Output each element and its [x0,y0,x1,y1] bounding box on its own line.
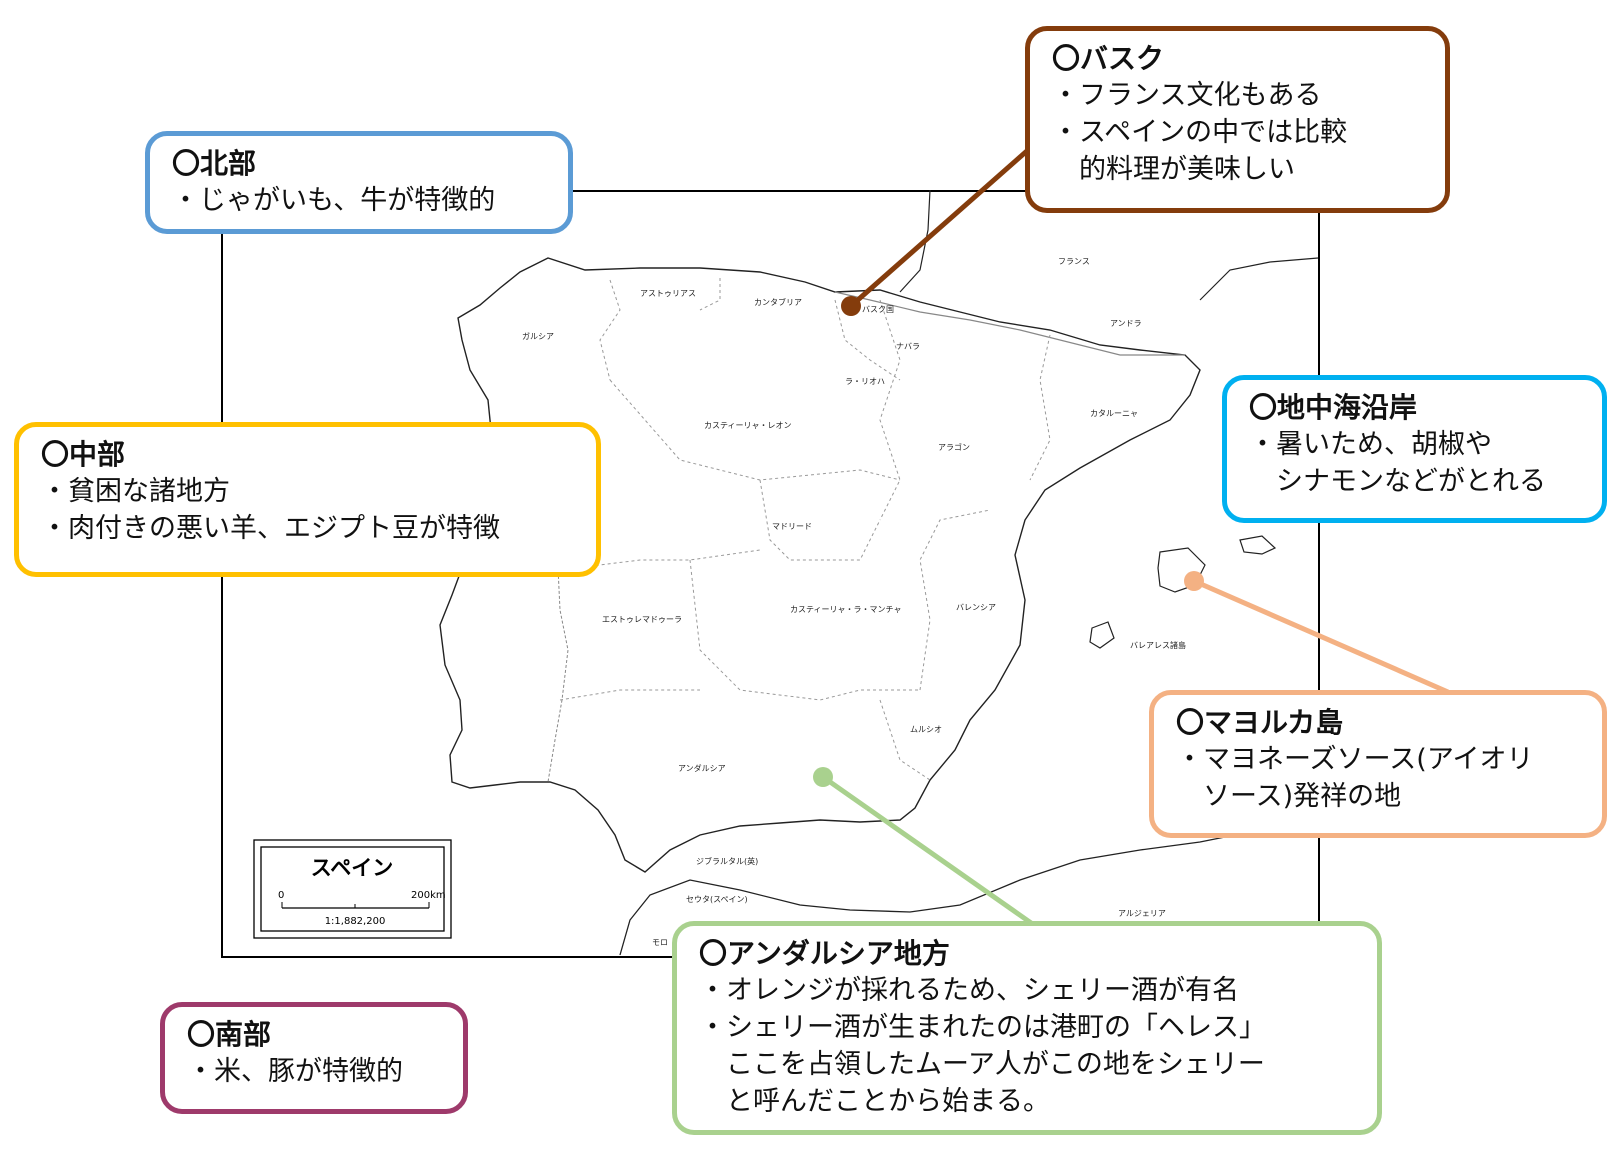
region-borders [559,278,1051,781]
north-callout: 〇北部 ・じゃがいも、牛が特徴的 [145,131,573,234]
scale-ratio: 1:1,882,200 [325,916,386,927]
region-label-andorra: アンドラ [1110,319,1142,328]
region-label-aragon: アラゴン [938,442,970,452]
south-callout: 〇南部 ・米、豚が特徴的 [160,1002,468,1114]
france-border [834,291,1185,356]
ibiza-island [1089,621,1115,649]
mediterranean-line-1: ・暑いため、胡椒や [1249,429,1492,460]
basque-line-2: ・スペインの中では比較 [1052,117,1348,148]
region-label-algeria: アルジェリア [1118,909,1166,918]
north-title: 〇北部 [172,147,257,180]
region-label-catalonia: カタルーニャ [1090,409,1138,418]
scale-zero: 0 [278,890,284,901]
region-label-cantabria: カンタブリア [754,297,802,307]
basque-connector [849,148,1030,308]
africa-coastline [619,824,1319,956]
france-coast [899,189,931,293]
mediterranean-title: 〇地中海沿岸 [1249,391,1418,424]
andalusia-connector [821,774,1036,928]
andalusia-line-1: ・オレンジが採れるため、シェリー酒が有名 [699,975,1239,1006]
basque-line-1: ・フランス文化もある [1052,80,1322,111]
mediterranean-callout: 〇地中海沿岸 ・暑いため、胡椒や シナモンなどがとれる [1222,375,1607,523]
region-label-morocco: モロ [652,938,668,947]
andalusia-marker [813,767,833,787]
region-label-navarra: ナバラ [896,342,920,351]
menorca-island [1239,535,1277,555]
north-line-1: ・じゃがいも、牛が特徴的 [172,185,496,216]
region-label-asturias: アストゥリアス [640,289,696,298]
region-label-ceuta: セウタ(スペイン) [686,895,748,904]
andalusia-line-2: ・シェリー酒が生まれたのは港町の「ヘレス」 [699,1012,1266,1043]
south-line-1: ・米、豚が特徴的 [187,1056,403,1087]
mallorca-connector [1192,578,1450,695]
mallorca-title: 〇マヨルカ島 [1176,706,1344,739]
central-line-1: ・貧困な諸地方 [41,476,230,507]
region-label-castilla-leon: カスティーリャ・レオン [704,421,792,430]
france-coast-east [1199,257,1319,301]
basque-line-3: 的料理が美味しい [1079,154,1295,185]
region-label-extremadura: エストゥレマドゥーラ [602,615,682,624]
region-label-france: フランス [1058,257,1090,266]
region-label-castilla-mancha: カスティーリャ・ラ・マンチャ [790,605,901,614]
region-label-basque: バスク国 [862,305,894,314]
andalusia-line-4: と呼んだことから始まる。 [726,1086,1050,1117]
region-label-balearic: バレアレス諸島 [1130,640,1186,650]
basque-callout: 〇バスク ・フランス文化もある ・スペインの中では比較 的料理が美味しい [1025,26,1450,213]
region-label-gibraltar: ジブラルタル(英) [696,856,758,866]
region-label-madrid: マドリード [772,522,812,531]
mallorca-marker [1184,571,1204,591]
central-callout: 〇中部 ・貧困な諸地方 ・肉付きの悪い羊、エジプト豆が特徴 [14,422,601,577]
andalusia-line-3: ここを占領したムーア人がこの地をシェリー [726,1049,1265,1080]
region-label-galicia: ガルシア [522,331,554,341]
region-label-rioja: ラ・リオハ [845,377,885,386]
region-label-valencia: バレンシア [956,603,996,612]
scale-title: スペイン [311,856,394,880]
region-label-murcia: ムルシオ [910,725,942,734]
scale-legend: スペイン 0 200km 1:1,882,200 [253,839,452,939]
south-title: 〇南部 [187,1018,272,1051]
scale-max: 200km [411,890,446,901]
mallorca-line-2: ソース)発祥の地 [1203,781,1402,812]
mallorca-line-1: ・マヨネーズソース(アイオリ [1176,744,1534,775]
andalusia-callout: 〇アンダルシア地方 ・オレンジが採れるため、シェリー酒が有名 ・シェリー酒が生ま… [672,921,1382,1135]
region-label-andalusia: アンダルシア [678,763,726,773]
andalusia-title: 〇アンダルシア地方 [699,937,950,970]
central-title: 〇中部 [41,438,126,471]
mediterranean-line-2: シナモンなどがとれる [1276,466,1546,497]
mallorca-callout: 〇マヨルカ島 ・マヨネーズソース(アイオリ ソース)発祥の地 [1149,690,1607,838]
basque-title: 〇バスク [1052,42,1165,75]
basque-marker [841,296,861,316]
central-line-2: ・肉付きの悪い羊、エジプト豆が特徴 [41,513,500,544]
